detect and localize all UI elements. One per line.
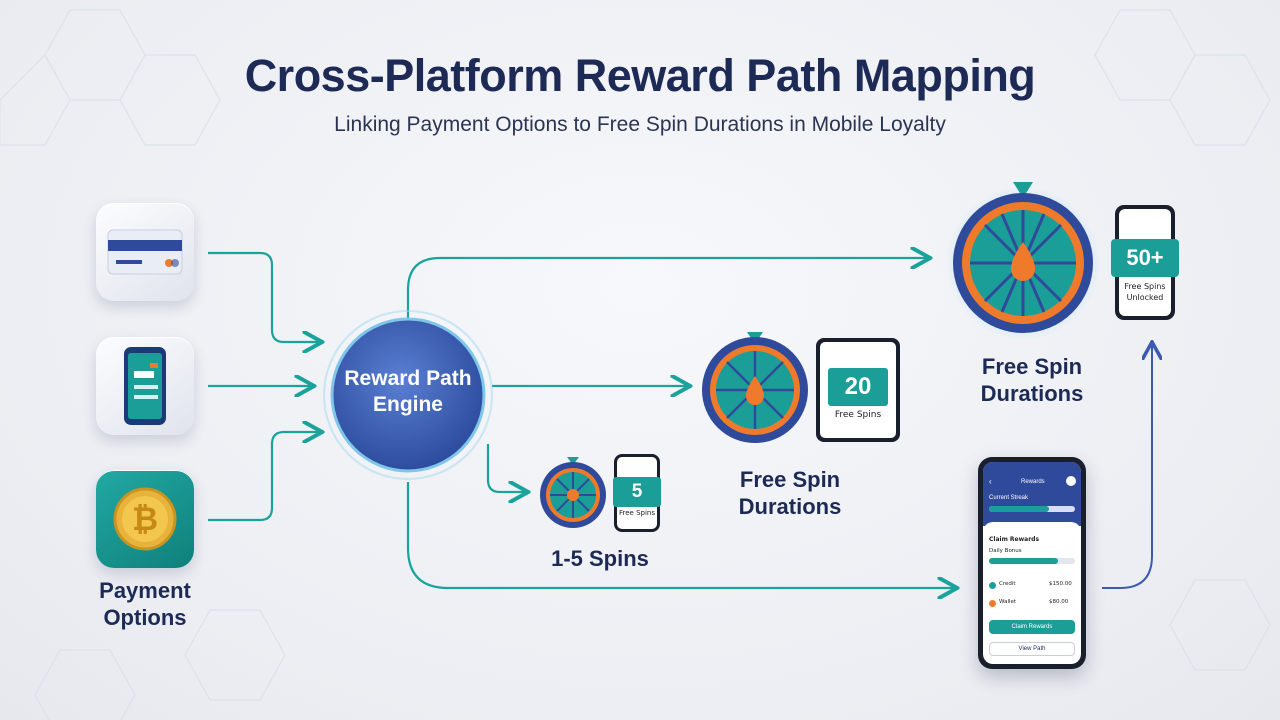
row1-icon <box>989 582 996 589</box>
payment-tile-crypto[interactable]: ₿ <box>96 470 194 568</box>
large-tier-label-line2: Durations <box>980 381 1084 406</box>
large-tier-badge: 50+ <box>1111 239 1179 277</box>
daily-bonus-fill <box>989 558 1058 564</box>
small-tier-caption: Free Spins <box>619 509 655 517</box>
connector-engine-to-small <box>486 444 526 492</box>
payment-options-label-line1: Payment <box>99 578 191 603</box>
row1-name: Credit <box>999 581 1016 587</box>
large-tier-caption: Free Spins Unlocked <box>1119 281 1171 303</box>
payment-tile-wallet[interactable] <box>96 337 194 435</box>
engine-node <box>323 310 493 480</box>
view-path-button[interactable]: View Path <box>989 642 1075 656</box>
payment-options-label-line2: Options <box>103 605 187 630</box>
tablet-medium: 20 Free Spins <box>816 338 900 442</box>
claim-rewards-button[interactable]: Claim Rewards <box>989 620 1075 634</box>
app-header <box>983 462 1081 526</box>
row2-name: Wallet <box>999 599 1017 605</box>
app-phone-screen: ‹ Rewards Current Streak Claim Rewards D… <box>983 462 1081 664</box>
page-title: Cross-Platform Reward Path Mapping <box>244 50 1036 101</box>
profile-icon[interactable] <box>1066 476 1076 486</box>
daily-bonus-label: Daily Bonus <box>989 548 1022 554</box>
large-tier-label: Free Spin Durations <box>952 353 1112 407</box>
app-header-title: Rewards <box>1021 479 1045 485</box>
svg-text:₿: ₿ <box>132 500 158 538</box>
phone-small: 5 Free Spins <box>613 454 661 532</box>
spin-wheel-small-icon <box>540 457 606 528</box>
engine-label-line1: Reward Path <box>344 367 472 390</box>
large-tier-caption-line2: Unlocked <box>1126 293 1164 302</box>
connector-card-to-engine <box>208 251 320 342</box>
large-tier-caption-line1: Free Spins <box>1124 282 1166 291</box>
connector-app-to-large <box>1102 344 1152 589</box>
bitcoin-icon: ₿ <box>113 487 177 551</box>
phone-large-screen: 50+ Free Spins Unlocked <box>1111 209 1179 316</box>
streak-title: Current Streak <box>989 495 1029 501</box>
streak-progress-fill <box>989 506 1050 512</box>
connector-engine-to-app <box>406 482 955 588</box>
medium-tier-label-line2: Durations <box>738 494 842 519</box>
engine-label: Reward Path Engine <box>318 366 498 418</box>
spin-wheel-medium-icon <box>702 332 808 443</box>
app-phone: ‹ Rewards Current Streak Claim Rewards D… <box>978 457 1086 669</box>
connector-engine-to-large <box>406 258 928 320</box>
payment-options-label: Payment Options <box>70 577 220 631</box>
back-icon[interactable]: ‹ <box>989 477 992 486</box>
medium-tier-badge: 20 <box>828 368 888 406</box>
mobile-wallet-icon <box>124 347 166 425</box>
claim-section-title: Claim Rewards <box>989 536 1040 543</box>
medium-tier-label-line1: Free Spin <box>739 467 841 492</box>
spin-wheel-large-icon <box>946 182 1100 340</box>
payment-tile-card[interactable] <box>96 203 194 301</box>
daily-bonus-track <box>989 558 1075 564</box>
small-tier-label: 1-5 Spins <box>551 546 649 571</box>
connector-crypto-to-engine <box>208 432 320 522</box>
engine-label-line2: Engine <box>372 393 443 416</box>
streak-progress-track <box>989 506 1075 512</box>
app-card-top <box>983 522 1081 534</box>
phone-large: 50+ Free Spins Unlocked <box>1111 205 1179 320</box>
medium-tier-caption: Free Spins <box>834 410 882 420</box>
medium-tier-label: Free Spin Durations <box>710 466 870 520</box>
row2-value: $80.00 <box>1049 599 1069 605</box>
page-subtitle: Linking Payment Options to Free Spin Dur… <box>334 113 946 136</box>
phone-small-screen: 5 Free Spins <box>613 457 661 529</box>
row2-icon <box>989 600 996 607</box>
large-tier-label-line1: Free Spin <box>981 354 1083 379</box>
credit-card-icon <box>107 229 183 275</box>
small-tier-badge: 5 <box>613 477 661 507</box>
row1-value: $150.00 <box>1049 581 1072 587</box>
tablet-medium-screen: 20 Free Spins <box>820 342 896 438</box>
